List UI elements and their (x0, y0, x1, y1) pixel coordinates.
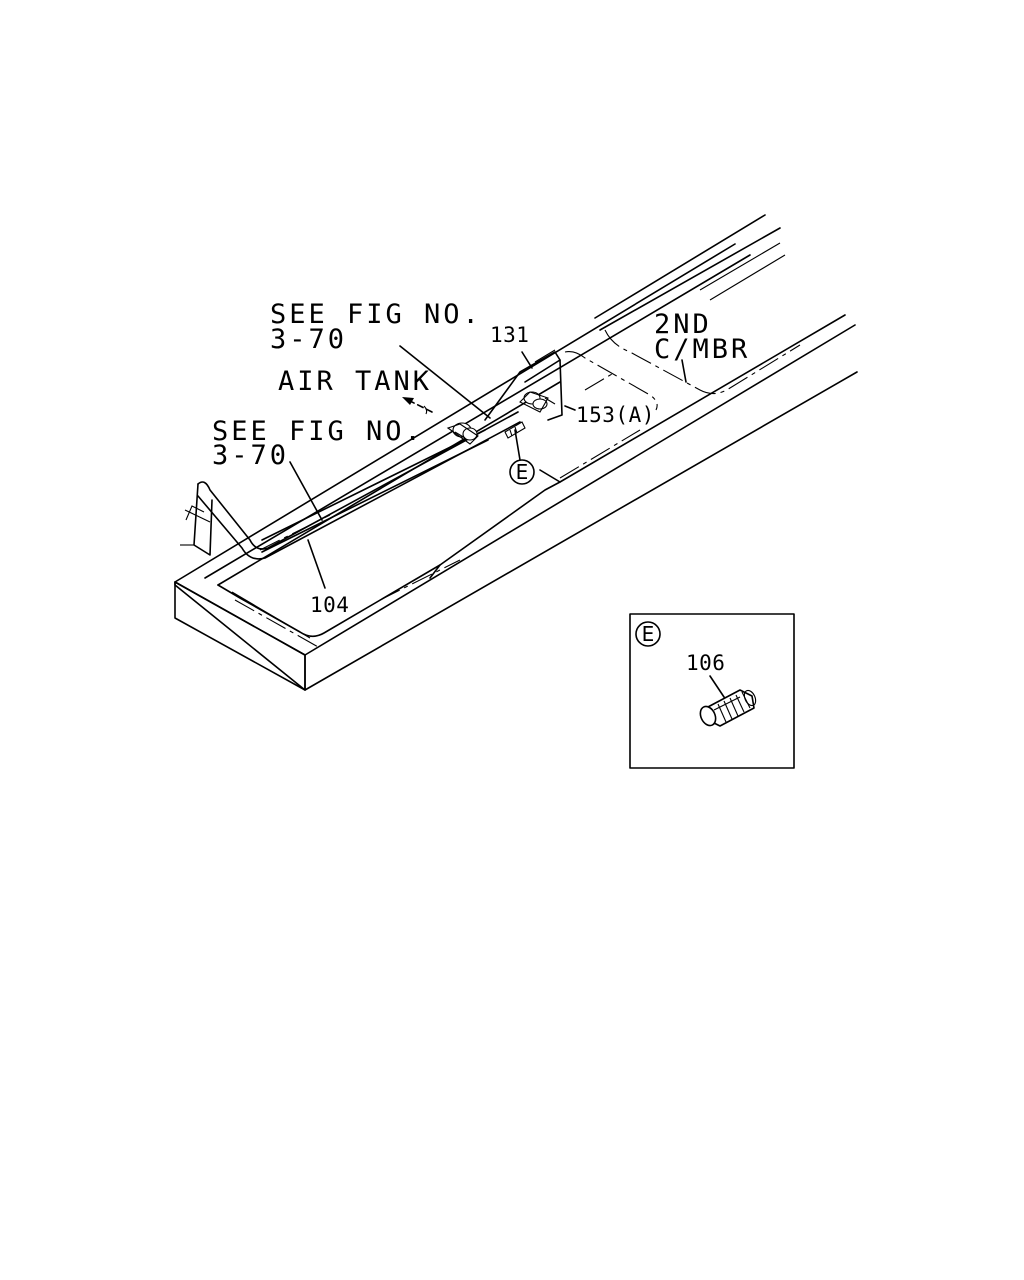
air-tank-arrow (402, 397, 433, 415)
part-106-label: 106 (686, 651, 725, 675)
see-fig-upper-line1: SEE FIG NO. (270, 299, 482, 330)
connector-106-on-pipe (504, 421, 526, 439)
see-fig-lower-line2: 3-70 (212, 440, 289, 471)
callout-e-text: E (516, 460, 529, 484)
air-tank-label: AIR TANK (278, 366, 432, 397)
air-pipe (180, 349, 563, 560)
fitting-left (446, 422, 479, 445)
frame-rail (174, 214, 858, 691)
second-cmbr-line1: 2ND (654, 309, 712, 340)
part-104-label: 104 (310, 593, 349, 617)
part-131-label: 131 (490, 323, 529, 347)
part-153a-label: 153(A) (576, 403, 655, 427)
see-fig-lower-line1: SEE FIG NO. (212, 416, 424, 447)
fitting-106-icon (699, 689, 757, 727)
see-fig-upper-line2: 3-70 (270, 324, 347, 355)
detail-box-e: E 106 (629, 613, 795, 769)
second-cmbr-line2: C/MBR (654, 334, 750, 365)
callout-e-marker: E (509, 459, 535, 485)
fitting-right (519, 391, 556, 413)
leader-lines (289, 345, 687, 589)
detail-callout-e-text: E (642, 622, 655, 646)
